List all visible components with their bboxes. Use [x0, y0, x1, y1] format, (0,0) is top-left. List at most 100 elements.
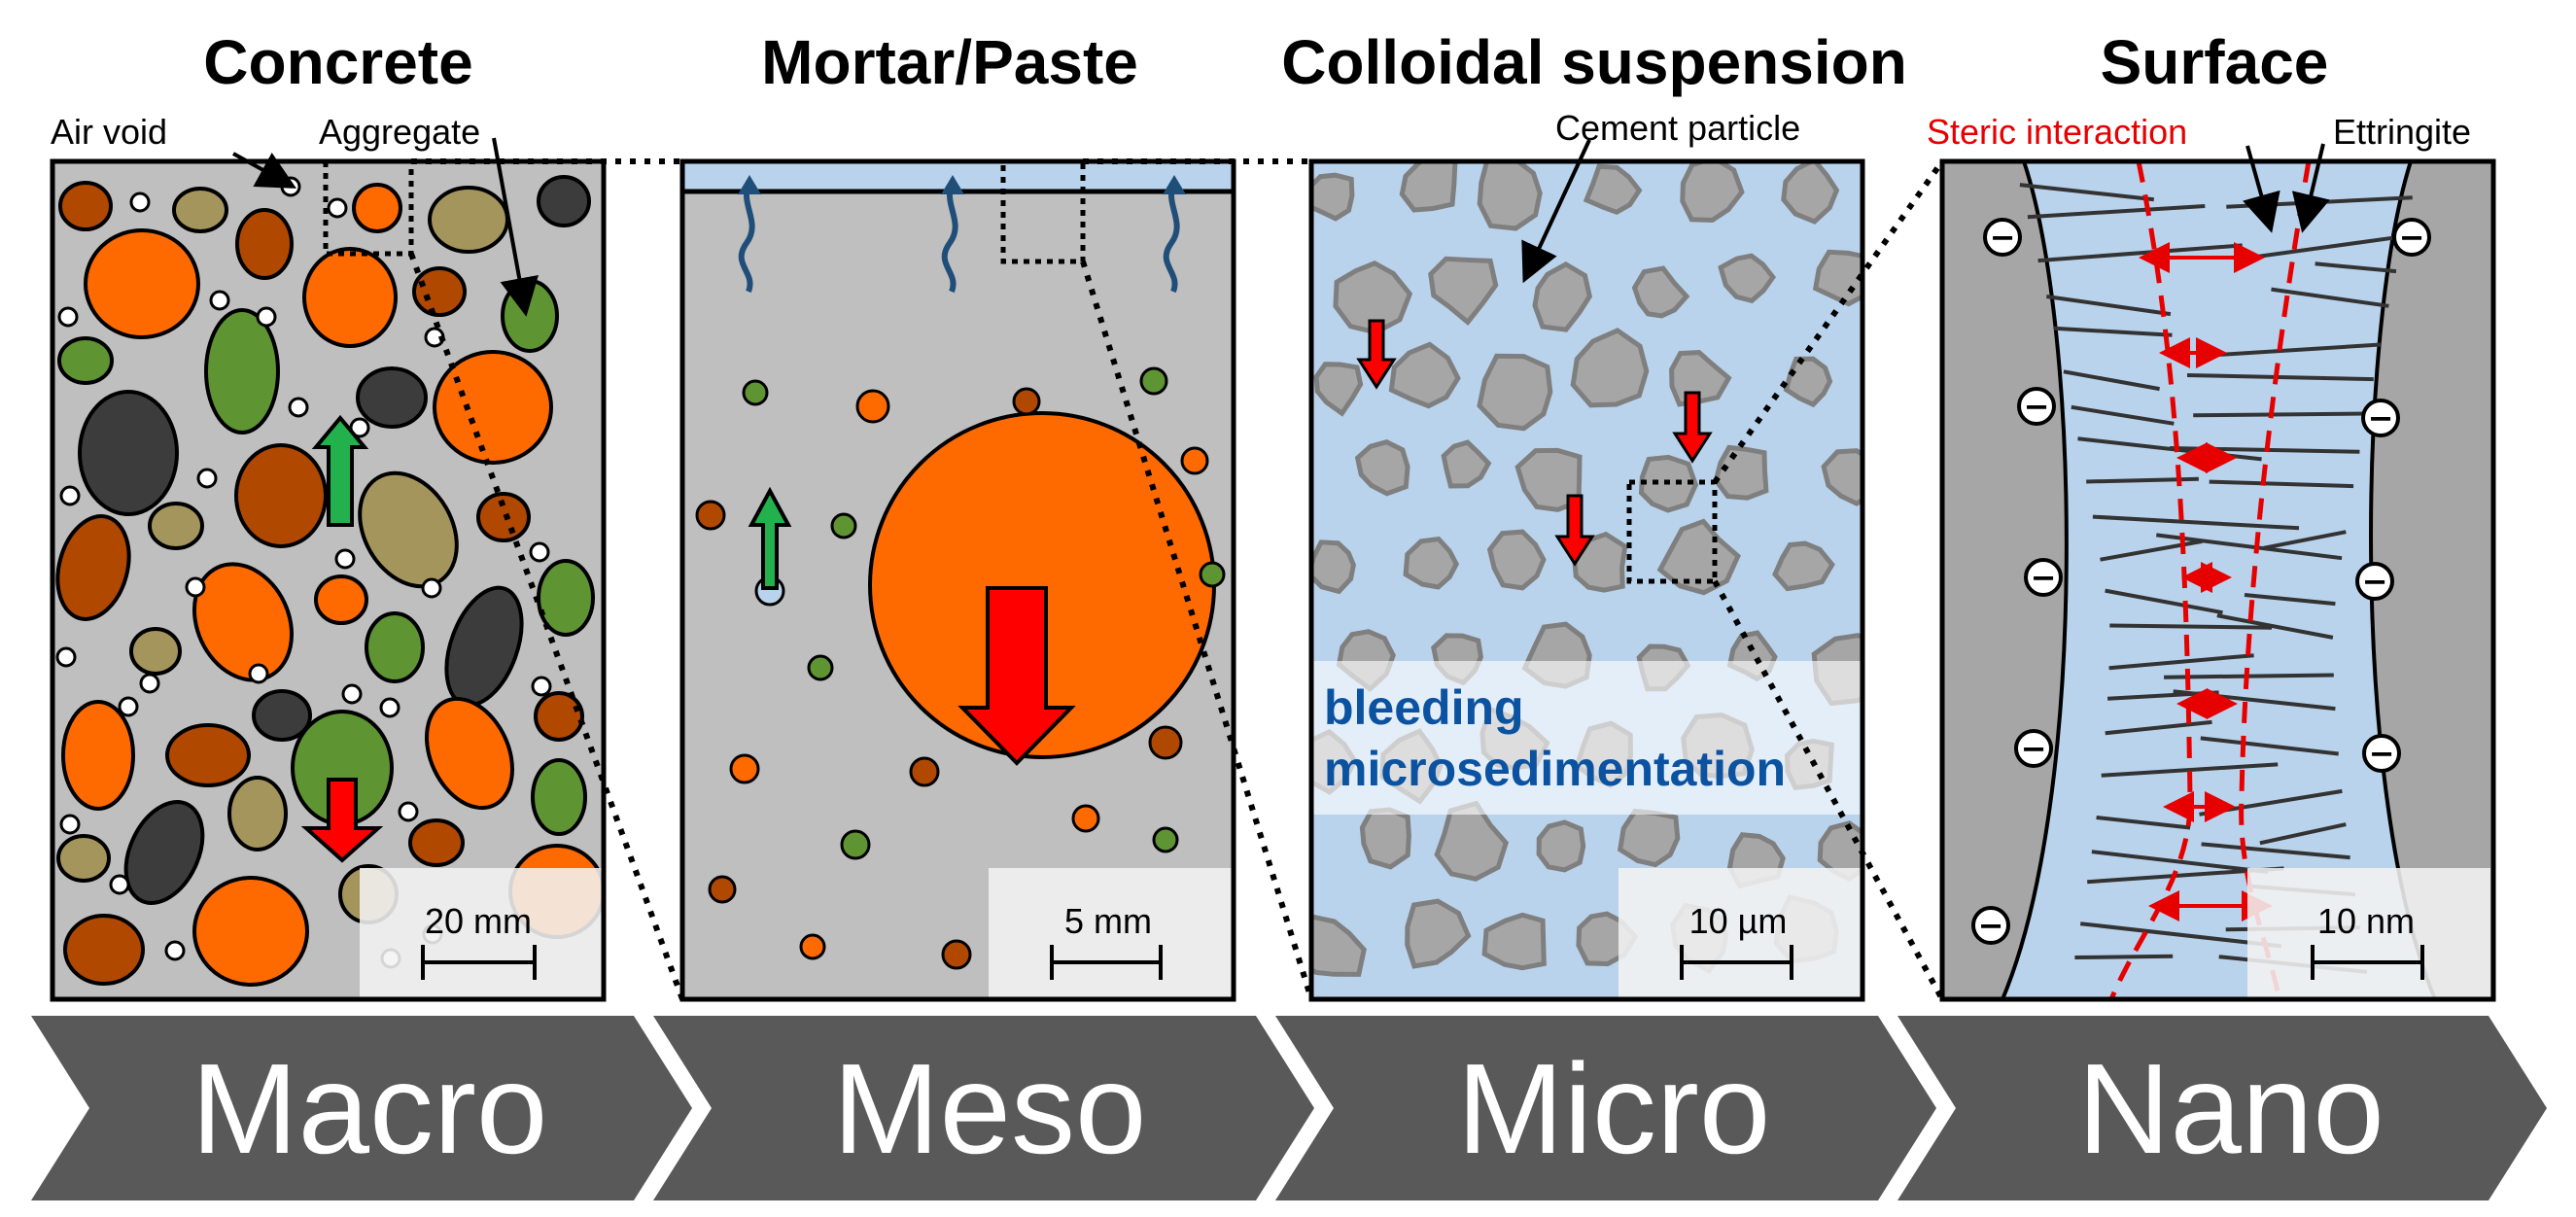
mortar-panel: 5 mm — [679, 158, 1236, 1002]
ettringite-needle — [2019, 183, 2155, 202]
label-steric-interaction: Steric interaction — [1927, 112, 2187, 152]
cement-particle — [1399, 161, 1458, 213]
svg-text:−: − — [2368, 400, 2394, 436]
cement-particle — [1572, 531, 1628, 593]
ettringite-needle — [2156, 533, 2343, 561]
label-bleeding: bleeding — [1324, 680, 1524, 735]
cement-particle — [1354, 439, 1410, 497]
chevron-label-meso: Meso — [833, 1037, 1147, 1180]
scale-label-colloidal: 10 µm — [1689, 901, 1788, 941]
air-voids — [55, 176, 552, 969]
ettringite-needle — [2271, 287, 2389, 308]
svg-text:−: − — [1978, 907, 2004, 944]
ettringite-needle — [2108, 653, 2254, 671]
negative-charge-icon: − — [2014, 729, 2053, 768]
ettringite-needle — [2105, 588, 2223, 615]
scale-label-mortar: 5 mm — [1064, 901, 1152, 941]
cement-particle — [1536, 819, 1586, 873]
cement-particle — [1403, 536, 1460, 590]
svg-text:−: − — [2031, 559, 2057, 596]
zoom-line-bottom-1 — [408, 252, 685, 1001]
chevron-label-macro: Macro — [191, 1037, 548, 1180]
concrete-panel: Air void Aggregate 20 mm — [50, 112, 607, 1002]
cement-particle — [1477, 353, 1553, 432]
sink-arrow-red-meso — [957, 586, 1076, 766]
cement-particle — [1631, 265, 1690, 319]
cement-particle — [1311, 172, 1355, 222]
negative-charge-icon: − — [2355, 562, 2394, 601]
cement-particle — [1313, 362, 1364, 417]
ettringite-needle — [2216, 613, 2334, 640]
scale-chevron-bar: Macro Meso Micro Nano — [31, 1016, 2547, 1200]
ettringite-needle — [2046, 295, 2172, 317]
label-ettringite: Ettringite — [2333, 112, 2471, 152]
ettringite-needle — [2105, 719, 2212, 736]
cement-surface-left — [1940, 159, 2069, 1001]
ettringite-needle — [2091, 850, 2269, 874]
colloidal-panel: bleeding microsedimentation Cement parti… — [1308, 108, 1865, 1002]
ettringite-needle — [2263, 530, 2347, 550]
cement-particle — [1359, 807, 1411, 870]
cement-particle — [1617, 808, 1681, 868]
scale-bar-colloidal — [1680, 945, 1793, 980]
negative-surface-charges: −−−−−−−−− — [1971, 218, 2431, 945]
ettringite-needle — [2201, 842, 2350, 860]
cement-particle — [1821, 448, 1862, 506]
ettringite-needle — [2101, 762, 2279, 778]
bleed-arrow-heads — [738, 175, 1186, 194]
cement-particle — [1428, 256, 1499, 326]
scale-box-concrete — [360, 868, 603, 997]
svg-text:−: − — [2024, 388, 2050, 425]
zoom-line-bottom-2 — [1080, 261, 1314, 1000]
ettringite-needle — [2063, 369, 2160, 392]
svg-text:−: − — [1990, 219, 2016, 256]
cement-particle — [1781, 161, 1840, 225]
ettringite-needle — [2244, 593, 2336, 607]
cement-particle — [1486, 529, 1547, 591]
cement-particle — [1570, 328, 1650, 408]
aggregate-pointer — [492, 137, 539, 317]
scale-box-colloidal — [1619, 868, 1862, 997]
mortar-frame — [679, 158, 1236, 1002]
cement-particle — [1713, 444, 1769, 501]
concrete-frame — [50, 158, 607, 1002]
cement-particle — [1333, 261, 1413, 335]
ettringite-needle — [2096, 816, 2191, 830]
negative-charge-icon: − — [1983, 218, 2022, 257]
cement-particle — [1481, 912, 1547, 971]
cement-particle — [1583, 163, 1643, 216]
cement-particle — [1477, 161, 1543, 231]
negative-charge-icon: − — [2392, 218, 2431, 257]
zoom-box-colloidal — [1626, 479, 1718, 584]
ettringite-needle — [2092, 514, 2300, 531]
cement-particle — [1405, 898, 1472, 969]
panel-title-concrete: Concrete — [203, 27, 472, 97]
ettringite-needle — [2074, 954, 2174, 959]
sedimentation-arrows — [1356, 319, 1713, 567]
cement-particle — [1311, 539, 1356, 595]
negative-charge-icon: − — [2017, 387, 2056, 426]
ettringite-needle — [2259, 822, 2347, 846]
label-air-void: Air void — [51, 112, 167, 152]
scale-box-mortar — [989, 868, 1232, 997]
panel-title-colloidal: Colloidal suspension — [1281, 27, 1907, 97]
ettringite-pointer — [2291, 143, 2330, 233]
cement-particle — [1772, 540, 1835, 592]
chevron-macro — [31, 1016, 692, 1200]
cement-particle — [1680, 161, 1745, 224]
cement-particle — [1783, 356, 1833, 408]
chevron-meso — [653, 1016, 1314, 1200]
zoom-line-bottom-3 — [1712, 579, 1945, 1001]
scale-bar-mortar — [1050, 945, 1163, 980]
scale-box-surface — [2247, 868, 2490, 997]
negative-charge-icon: − — [2361, 399, 2400, 437]
rise-arrow-green-meso — [748, 486, 792, 590]
colloidal-frame — [1308, 158, 1865, 1002]
ettringite-needle — [2200, 736, 2339, 756]
chevron-label-nano: Nano — [2077, 1037, 2385, 1180]
ettringite-needle — [2109, 623, 2273, 630]
panel-title-surface: Surface — [2101, 27, 2329, 97]
negative-charge-icon: − — [2024, 558, 2063, 597]
scale-label-surface: 10 nm — [2317, 901, 2415, 941]
ettringite-needle — [2197, 342, 2382, 359]
